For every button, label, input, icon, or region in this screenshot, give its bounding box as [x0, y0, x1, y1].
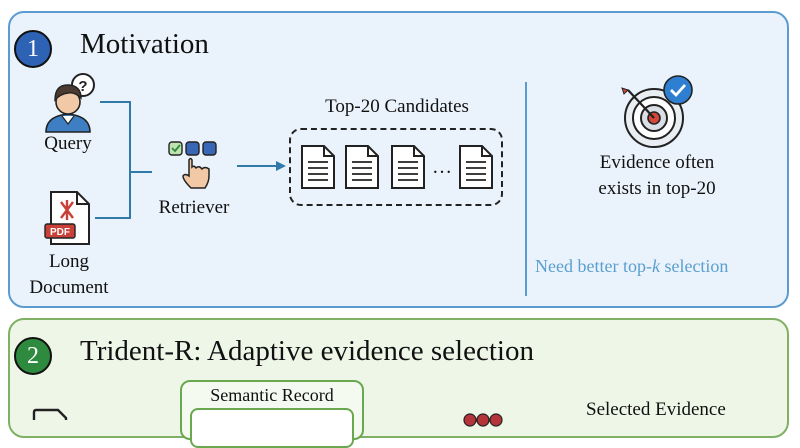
document-icon [345, 145, 379, 189]
trident-panel [8, 318, 789, 438]
retriever-hand-icon [168, 141, 217, 189]
pdf-badge: PDF [50, 227, 70, 238]
document-label: Document [29, 277, 109, 298]
selected-evidence-label: Selected Evidence [586, 399, 726, 420]
panel-divider [525, 82, 527, 296]
document-icon [459, 145, 493, 189]
candidates-box [289, 128, 503, 206]
note-prefix: Need better top- [535, 256, 652, 276]
svg-text:?: ? [78, 78, 87, 95]
long-label: Long [48, 251, 90, 272]
step-number-1: 1 [14, 30, 52, 68]
user-question-icon: ? [45, 73, 95, 133]
note-suffix: selection [659, 256, 729, 276]
panel1-title: Motivation [80, 28, 209, 60]
document-outline-icon [32, 408, 68, 420]
document-icon [301, 145, 335, 189]
figure: 1 Motivation ? Query PDF Long Document R… [8, 11, 789, 448]
semantic-record-box: Semantic Record [180, 380, 364, 448]
pdf-document-icon: PDF [44, 191, 90, 245]
target-check-icon [621, 75, 693, 148]
semantic-record-label: Semantic Record [210, 385, 334, 405]
semantic-record-inner [190, 408, 354, 448]
note-k: k [651, 256, 660, 276]
step-number-2: 2 [14, 337, 52, 375]
evidence-line2: exists in top-20 [598, 178, 716, 199]
query-label: Query [44, 133, 92, 154]
candidates-title: Top-20 Candidates [325, 96, 469, 117]
retriever-label: Retriever [158, 197, 230, 218]
topk-note: Need better top-k selection [535, 256, 728, 277]
flow-connectors [95, 101, 286, 219]
ellipsis: … [432, 156, 452, 178]
document-icon [391, 145, 425, 189]
panel2-title: Trident-R: Adaptive evidence selection [80, 335, 534, 367]
dots-icon [463, 413, 503, 427]
evidence-line1: Evidence often [599, 152, 715, 173]
